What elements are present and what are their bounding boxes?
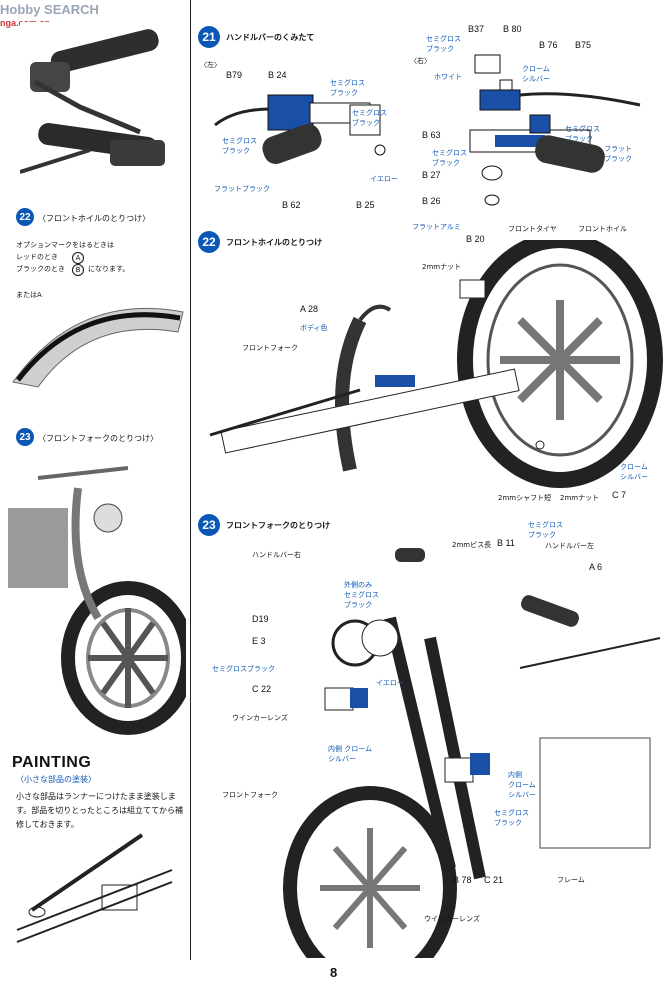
label-semigloss-6: セミグロス ブラック (432, 149, 467, 167)
painting-illustration (16, 833, 173, 943)
step-21-right-label: 〈右〉 (410, 57, 431, 65)
step-23-fork-diagram (283, 548, 661, 958)
label-2mm-nut: 2mmナット (422, 263, 462, 271)
part-b79: B79 (226, 70, 243, 80)
part-a28: A 28 (300, 304, 319, 314)
part-d19: D19 (252, 614, 269, 624)
step-22-number: 22 (198, 231, 220, 253)
left-step-23-number: 23 (16, 428, 34, 446)
painting-text: 小さな部品はランナーにつけたまま塗装します。部品を切りとったところは組立ててから… (16, 792, 183, 829)
handlebar-photo (20, 22, 185, 192)
part-b11: B 11 (497, 538, 515, 548)
label-flatblack-2: フラット ブラック (604, 145, 632, 163)
label-front-fork-2: フロントフォーク (222, 791, 278, 799)
label-semigloss-9: セミグロス ブラック (494, 809, 529, 827)
step-22-title: フロントホイルのとりつけ (226, 238, 323, 247)
page-number: 8 (330, 965, 338, 980)
label-winker-lens: ウインカーレンズ (232, 714, 288, 722)
painting-subtitle: 〈小さな部品の塗装〉 (16, 775, 96, 784)
left-note-mark-a: A (72, 252, 86, 264)
label-semigloss-5: セミグロス ブラック (565, 125, 600, 143)
label-chrome-2: クローム シルバー (620, 463, 648, 481)
part-b37: B37 (468, 24, 485, 34)
label-flatblack: フラットブラック (214, 185, 270, 193)
label-2mm-screw: 2mmビス長 (452, 541, 492, 549)
label-winker-lens-2: ウインカーレンズ (424, 915, 480, 923)
label-inner-chrome: 内側 クローム シルバー (328, 745, 373, 763)
part-b75: B75 (575, 40, 592, 50)
part-b25: B 25 (356, 200, 375, 210)
label-handlebar-right: ハンドルバー右 (252, 551, 301, 559)
step-21-number: 21 (198, 26, 220, 48)
label-front-tire: フロントタイヤ (508, 225, 557, 233)
label-frame: フレーム (557, 876, 585, 884)
left-step-22-title: 〈フロントホイルのとりつけ〉 (38, 214, 151, 223)
left-note-line1: オプションマークをはるときは (16, 241, 114, 249)
step-21-title: ハンドルバーのくみたて (226, 33, 315, 42)
label-yellow: イエロー (370, 175, 398, 183)
step-21-right-handlebar (469, 54, 641, 206)
label-semigloss-7: セミグロス ブラック (528, 521, 563, 539)
label-outer-only: 外側のみ セミグロス ブラック (344, 581, 379, 609)
left-note-line4: になります。 (88, 265, 130, 273)
part-b27: B 27 (422, 170, 441, 180)
left-step-23-title: 〈フロントフォークのとりつけ〉 (38, 434, 159, 443)
step-23-number: 23 (198, 514, 220, 536)
label-white: ホワイト (434, 73, 462, 81)
label-semigloss-4: セミグロス ブラック (426, 35, 461, 53)
label-inner-chrome-2: 内側 クローム シルバー (508, 771, 536, 799)
motorcycle-photo (8, 448, 186, 740)
part-c21: C 21 (484, 875, 504, 885)
step-22-front-wheel-diagram (209, 240, 663, 488)
label-body-color: ボディ色 (300, 324, 328, 332)
part-b62: B 62 (282, 200, 301, 210)
part-c22: C 22 (252, 684, 272, 694)
left-note-option: またはA (16, 291, 42, 299)
label-flat-aluminum: フラットアルミ (412, 223, 461, 231)
part-b24: B 24 (268, 70, 287, 80)
label-handlebar-left: ハンドルバー左 (545, 542, 594, 550)
label-semigloss-3: セミグロス ブラック (222, 137, 257, 155)
label-semigloss-2: セミグロス ブラック (352, 109, 387, 127)
part-b63: B 63 (422, 130, 441, 140)
logo-text: Hobby SEARCH (0, 2, 99, 17)
step-21-left-handlebar (214, 94, 386, 165)
part-b20: B 20 (466, 234, 485, 244)
painting-title: PAINTING (12, 754, 92, 771)
step-21-left-label: 〈左〉 (200, 61, 221, 69)
label-front-wheel: フロントホイル (578, 225, 627, 233)
left-step-22-number: 22 (16, 208, 34, 226)
part-c7: C 7 (612, 490, 627, 500)
part-b80: B 80 (503, 24, 522, 34)
part-b26: B 26 (422, 196, 441, 206)
label-semigloss-1: セミグロス ブラック (330, 79, 365, 97)
label-2mm-nut-2: 2mmナット (560, 494, 600, 502)
left-note-line2: レッドのとき (16, 253, 58, 261)
label-front-fork: フロントフォーク (242, 344, 298, 352)
label-semigloss-8: セミグロスブラック (212, 665, 275, 673)
label-chrome: クローム シルバー (522, 65, 550, 83)
label-yellow-2: イエロー (376, 679, 404, 687)
column-divider (190, 0, 191, 960)
part-a6: A 6 (589, 562, 603, 572)
part-b78: B 78 (453, 875, 472, 885)
step-23-title: フロントフォークのとりつけ (226, 521, 331, 530)
label-2mm-shaft: 2mmシャフト短 (498, 494, 552, 502)
part-e3: E 3 (252, 636, 266, 646)
fender-photo (12, 307, 184, 388)
part-b76: B 76 (539, 40, 558, 50)
left-note-mark-b: B (72, 264, 86, 276)
left-note-line3: ブラックのとき (16, 265, 65, 273)
